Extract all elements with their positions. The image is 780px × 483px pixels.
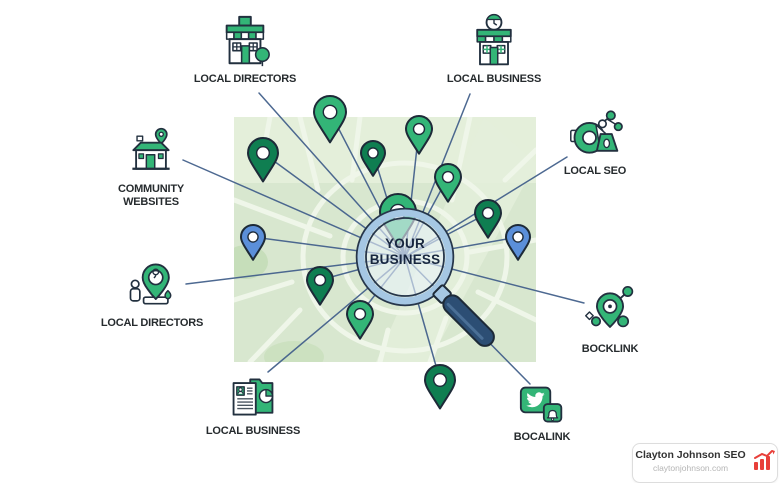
watermark-text: Clayton Johnson SEO claytonjohnson.com <box>635 449 745 473</box>
growth-chart-icon <box>753 449 775 476</box>
map-pin <box>505 224 531 261</box>
your-business-line1: YOUR <box>385 236 425 251</box>
magnifier-handle <box>432 284 495 347</box>
map-pin <box>247 137 279 183</box>
map-pin <box>346 300 374 340</box>
watermark-title: Clayton Johnson SEO <box>635 449 746 461</box>
map-pin <box>313 95 347 144</box>
node-bocklink: BOCKLINK <box>550 284 670 356</box>
seo-gear-icon <box>567 108 623 162</box>
node-local-business-bottom: LOCAL BUSINESS <box>193 372 313 438</box>
map-pin <box>360 140 386 177</box>
connector-line <box>262 152 406 258</box>
connector-line <box>404 236 519 258</box>
node-label: LOCAL DIRECTORS <box>193 73 297 85</box>
map-pin <box>405 115 433 155</box>
node-local-directors-left: LOCAL DIRECTORS <box>90 256 214 330</box>
document-folder-icon <box>226 372 280 422</box>
connector-line <box>258 92 406 258</box>
connector-line <box>267 256 406 373</box>
node-local-business-top: LOCAL BUSINESS <box>434 12 554 86</box>
node-label: BOCALINK <box>513 431 571 443</box>
node-local-seo: LOCAL SEO <box>540 108 650 178</box>
node-label: LOCAL SEO <box>563 165 627 177</box>
node-label: LOCAL BUSINESS <box>205 425 301 437</box>
node-label: BOCKLINK <box>581 343 639 355</box>
pin-network-icon <box>582 284 638 340</box>
storefront-icon <box>216 14 274 70</box>
your-business-line2: BUSINESS <box>369 251 441 267</box>
map-pin <box>434 163 462 203</box>
twitter-bell-icon <box>515 382 569 428</box>
map-pin <box>424 364 456 410</box>
connector-line <box>182 159 406 258</box>
connector-line <box>404 256 441 381</box>
node-bocalink: BOCALINK <box>482 382 602 444</box>
node-label: LOCAL DIRECTORS <box>100 317 204 329</box>
map-pin <box>240 224 266 261</box>
node-label: COMMUNITY WEBSITES <box>117 183 185 209</box>
node-local-directors-top: LOCAL DIRECTORS <box>185 14 305 86</box>
node-label: LOCAL BUSINESS <box>446 73 542 85</box>
watermark-card: Clayton Johnson SEO claytonjohnson.com <box>632 443 778 483</box>
seo-map-diagram <box>182 92 585 410</box>
pin-person-icon <box>123 256 181 314</box>
house-pin-icon <box>124 124 178 180</box>
connector-line <box>404 256 585 304</box>
node-community-websites: COMMUNITY WEBSITES <box>105 124 197 209</box>
connector-line <box>185 256 406 285</box>
storefront-clock-icon <box>466 12 522 70</box>
map-pin <box>306 266 334 306</box>
your-business-label: YOUR BUSINESS <box>350 236 460 268</box>
connector-line <box>252 236 406 258</box>
map-pin <box>474 199 502 239</box>
watermark-subtitle: claytonjohnson.com <box>652 463 729 473</box>
magnifier-glass <box>355 207 455 307</box>
